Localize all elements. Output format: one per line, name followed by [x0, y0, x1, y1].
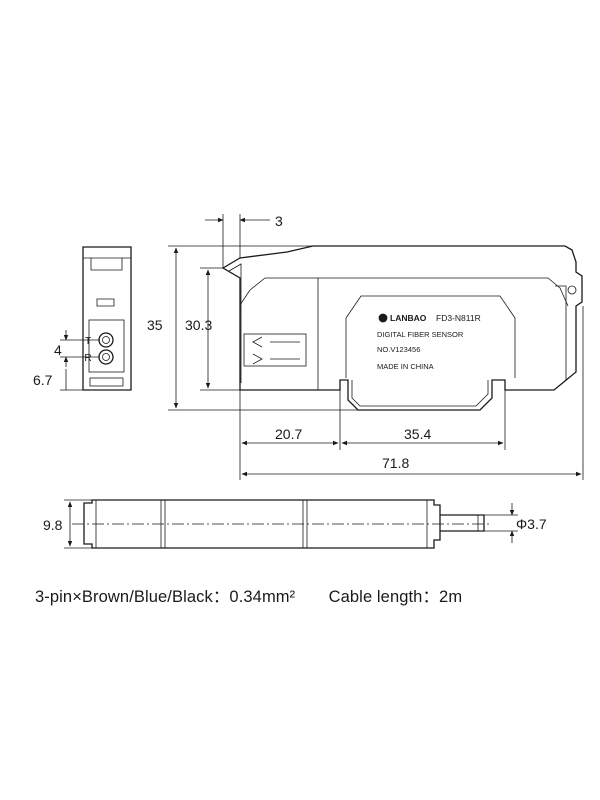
- dim-bottom-label: 6.7: [33, 372, 53, 388]
- port-r-label: R: [84, 353, 91, 364]
- side-view: LANBAO FD3-N811R DIGITAL FIBER SENSOR NO…: [147, 213, 584, 480]
- dim-height-total-label: 35: [147, 317, 163, 333]
- product-label: DIGITAL FIBER SENSOR: [377, 330, 464, 339]
- model-label: FD3-N811R: [436, 313, 481, 323]
- lanbao-logo-icon: [378, 313, 388, 323]
- dim-height-body-label: 30.3: [185, 317, 212, 333]
- port-t-circle: [98, 332, 114, 348]
- dim-cable-diameter-label: Φ3.7: [516, 516, 547, 532]
- dim-total-length-label: 71.8: [382, 455, 409, 471]
- pin-spec-text: 3-pin×Brown/Blue/Black：0.34mm²: [35, 588, 296, 606]
- dim-left-label: 20.7: [275, 426, 302, 442]
- cable-length-text: Cable length：2m: [328, 588, 463, 606]
- bottom-view: 9.8 Φ3.7: [43, 499, 547, 549]
- brand-label: LANBAO: [390, 313, 427, 323]
- dim-right-label: 35.4: [404, 426, 431, 442]
- dim-bottom-height-label: 9.8: [43, 517, 63, 533]
- dim-top-offset-label: 3: [275, 213, 283, 229]
- dim-pitch-label: 4: [54, 342, 62, 358]
- front-view: T R 4 6.7: [33, 246, 132, 391]
- port-t-label: T: [85, 336, 91, 347]
- port-r-circle: [98, 349, 114, 365]
- origin-label: MADE IN CHINA: [377, 362, 434, 371]
- cable-spec-note: 3-pin×Brown/Blue/Black：0.34mm² Cable len…: [35, 583, 575, 607]
- serial-label: NO.V123456: [377, 345, 420, 354]
